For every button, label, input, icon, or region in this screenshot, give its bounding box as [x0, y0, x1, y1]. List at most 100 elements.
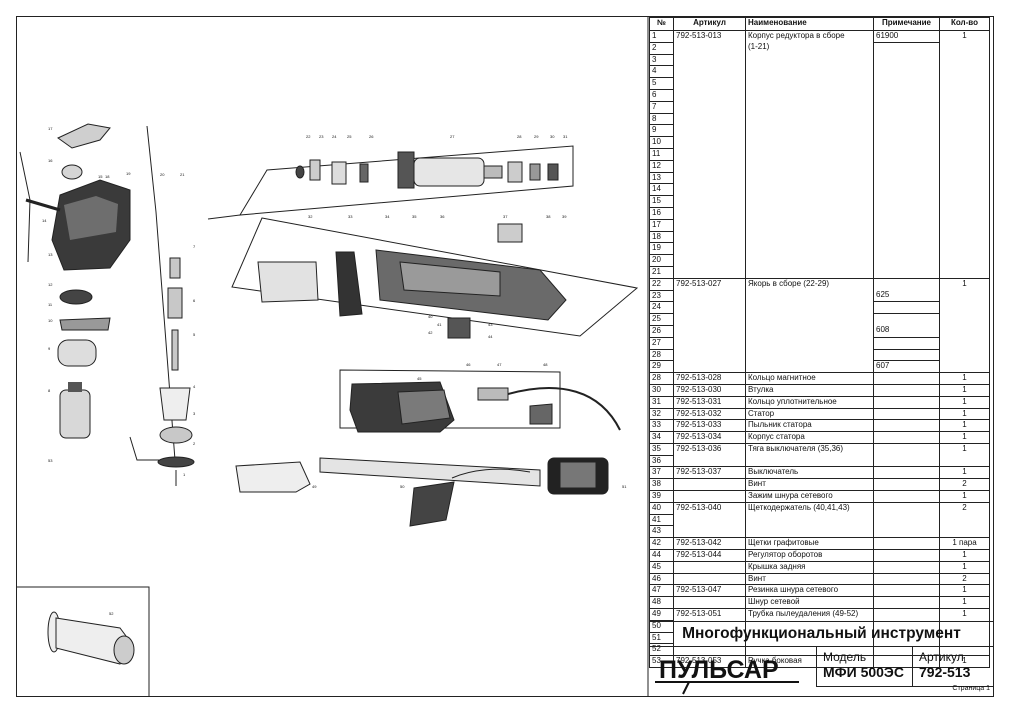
row-qty: 1: [939, 608, 990, 621]
row-number: 45: [649, 560, 674, 574]
row-qty: [939, 313, 990, 326]
row-note: [873, 183, 940, 196]
row-number: 1: [649, 30, 674, 43]
row-number: 6: [649, 89, 674, 102]
row-article: [673, 254, 746, 267]
row-qty: [939, 632, 990, 644]
row-article: [673, 113, 746, 125]
row-article: [673, 455, 746, 467]
callout-label: 33: [348, 214, 353, 219]
row-article: 792-513-034: [673, 431, 746, 444]
table-row: 18: [649, 231, 990, 244]
model-value: МФИ 500ЭС: [823, 664, 904, 680]
row-name: Зажим шнура сетевого: [745, 490, 874, 503]
row-name: [745, 136, 874, 149]
row-number: 31: [649, 395, 674, 409]
row-article: 792-513-047: [673, 584, 746, 597]
row-number: 11: [649, 148, 674, 161]
rear-cover-and-cord: [349, 381, 621, 433]
row-qty: 1: [939, 490, 990, 503]
table-row: 51: [649, 632, 990, 645]
row-number: 36: [649, 455, 674, 468]
row-article: [673, 195, 746, 208]
row-qty: 1: [939, 30, 990, 43]
row-note: [873, 608, 940, 621]
row-qty: [939, 219, 990, 232]
row-article: 792-513-013: [673, 30, 746, 43]
row-number: 8: [649, 113, 674, 126]
row-article: 792-513-053: [673, 655, 746, 669]
row-qty: [939, 325, 990, 338]
callout-label: 6: [193, 298, 196, 303]
row-qty: [939, 337, 990, 350]
row-article: 792-513-033: [673, 419, 746, 432]
row-article: 792-513-030: [673, 383, 746, 397]
row-article: 792-513-027: [673, 277, 746, 291]
row-qty: 1: [939, 419, 990, 432]
row-name: [745, 301, 874, 314]
row-article: [673, 478, 746, 491]
row-note: [873, 277, 940, 291]
table-row: 36: [649, 455, 990, 468]
callout-label: 15: [98, 174, 103, 179]
row-article: [673, 266, 746, 279]
row-qty: [939, 113, 990, 125]
row-article: [673, 207, 746, 220]
row-note: [873, 407, 940, 420]
row-qty: 1: [939, 442, 990, 456]
gear-head-assembly: [25, 123, 131, 439]
row-note: [873, 242, 940, 255]
row-qty: 1: [939, 549, 990, 562]
callout-label: 1: [183, 472, 186, 477]
row-note: [873, 466, 940, 479]
row-qty: [939, 89, 990, 102]
row-number: 5: [649, 77, 674, 90]
row-name: [745, 231, 874, 243]
row-qty: [939, 290, 990, 302]
row-number: 23: [649, 290, 674, 303]
row-number: 25: [649, 313, 674, 326]
row-qty: [939, 643, 990, 656]
side-handle: [47, 611, 135, 665]
table-row: 13: [649, 172, 990, 185]
row-article: [673, 325, 746, 338]
row-note: [873, 195, 940, 208]
row-qty: [939, 455, 990, 467]
row-qty: 1: [939, 395, 990, 408]
row-number: 35: [649, 442, 674, 456]
row-article: [673, 148, 746, 161]
callout-label: 53: [48, 458, 53, 463]
row-name: [745, 525, 874, 538]
row-number: 33: [649, 419, 674, 433]
row-number: 27: [649, 337, 674, 350]
row-qty: [939, 620, 990, 633]
row-qty: [939, 301, 990, 314]
row-number: 10: [649, 136, 674, 149]
row-article: [673, 360, 746, 373]
row-note: [873, 383, 940, 397]
title-block: Многофункциональный инструмент ПУЛЬСАР М…: [649, 621, 994, 697]
table-row: 24: [649, 301, 990, 315]
callout-label: 46: [466, 362, 471, 367]
callout-label: 18: [105, 174, 110, 179]
table-header-row: № Артикул Наименование Примечание Кол-во: [649, 17, 990, 31]
row-article: [673, 183, 746, 196]
row-article: 792-513-051: [673, 608, 746, 621]
table-row: 4: [649, 65, 990, 79]
row-qty: [939, 525, 990, 538]
callout-label: 10: [48, 318, 53, 323]
row-name: [745, 219, 874, 232]
row-name: [745, 514, 874, 526]
